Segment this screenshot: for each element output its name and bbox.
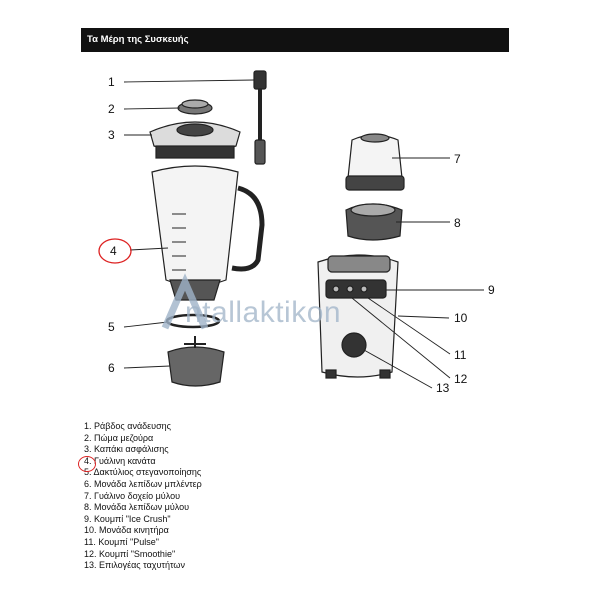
callout-4: 4 (110, 244, 117, 258)
stirring-rod-cap (253, 70, 267, 90)
callout-13: 13 (436, 381, 450, 395)
page-title: Τα Μέρη της Συσκευής (81, 28, 509, 52)
legend-item: 3. Καπάκι ασφάλισης (84, 444, 169, 455)
callout-2: 2 (108, 102, 115, 116)
stirring-rod-end (254, 139, 266, 165)
legend-item: 8. Μονάδα λεπίδων μύλου (84, 502, 190, 513)
blender-blade-unit (167, 346, 225, 387)
callout-7: 7 (454, 152, 461, 166)
callout-5: 5 (108, 320, 115, 334)
watermark-text: ntallaktikon (185, 296, 342, 329)
legend-item: 12. Κουμπί "Smoothie" (84, 548, 176, 559)
jug-handle (231, 185, 265, 272)
legend-item: 6. Μονάδα λεπίδων μπλέντερ (84, 478, 202, 489)
callout-12: 12 (454, 372, 468, 386)
callout-9: 9 (488, 283, 495, 297)
callout-10: 10 (454, 311, 468, 325)
legend-highlight-circle (78, 456, 96, 472)
legend-item: 1. Ράβδος ανάδευσης (84, 421, 171, 431)
legend-item: 5. Δακτύλιος στεγανοποίησης (84, 467, 202, 478)
legend-item: 9. Κουμπί "Ice Crush" (84, 513, 171, 524)
watermark-logo-icon (161, 273, 209, 330)
callout-11: 11 (454, 348, 467, 362)
callout-8: 8 (454, 216, 461, 230)
lid-ring (155, 145, 235, 159)
legend-item: 11. Κουμπί "Pulse" (84, 536, 159, 547)
glass-jug (151, 165, 239, 287)
callout-1: 1 (108, 75, 115, 89)
legend-item: 2. Πώμα μεζούρα (84, 432, 154, 443)
highlight-circle-4 (98, 238, 132, 264)
legend-item: 13. Επιλογέας ταχυτήτων (84, 560, 185, 571)
speed-selector-knob (341, 332, 367, 358)
control-panel (325, 279, 387, 299)
legend-item: 7. Γυάλινο δοχείο μύλου (84, 490, 181, 501)
legend-list: 1. Ράβδος ανάδευσης 2. Πώμα μεζούρα 3. Κ… (84, 421, 202, 572)
legend-item: 4. Γυάλινη κανάτα (84, 455, 156, 466)
callout-6: 6 (108, 361, 115, 375)
callout-3: 3 (108, 128, 115, 142)
legend-item: 10. Μονάδα κινητήρα (84, 525, 169, 536)
